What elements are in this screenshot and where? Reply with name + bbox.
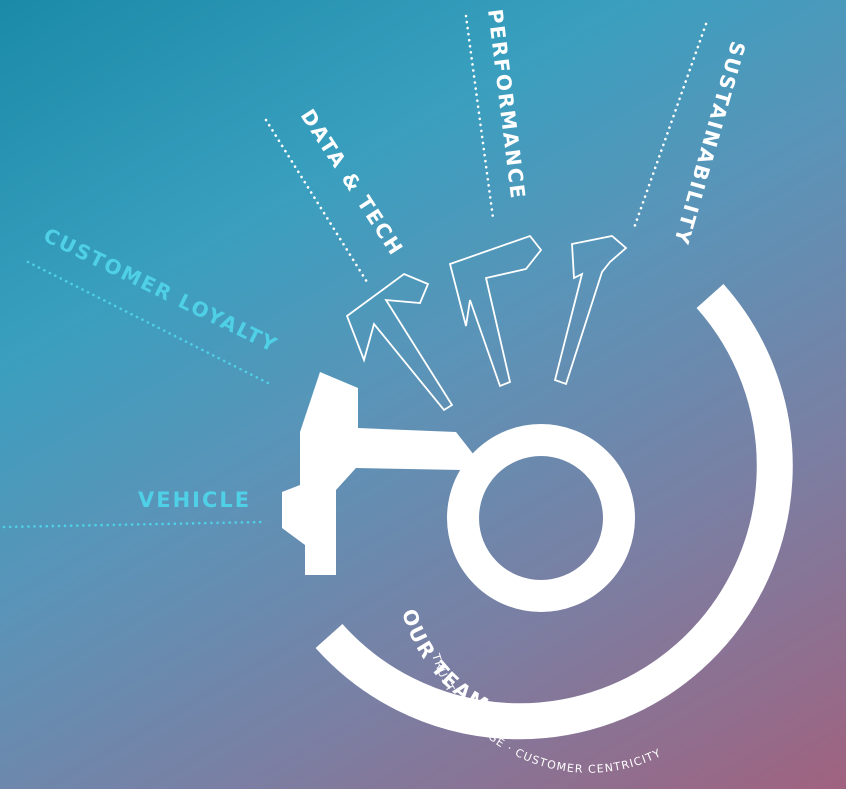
label-vehicle: VEHICLE xyxy=(138,488,251,512)
leader-customer-loyalty xyxy=(26,260,272,386)
label-performance: PERFORMANCE xyxy=(483,8,530,202)
leader-performance xyxy=(464,14,495,220)
label-sustainability: SUSTAINABILITY xyxy=(669,39,750,249)
label-data-tech: DATA & TECH xyxy=(296,105,409,261)
outline-seven-1 xyxy=(345,272,454,412)
outer-ring xyxy=(315,284,793,740)
leader-data-tech xyxy=(264,118,369,284)
outline-seven-3 xyxy=(553,235,628,386)
number-one-shape xyxy=(282,372,474,575)
label-customer-loyalty: CUSTOMER LOYALTY xyxy=(40,223,282,358)
hub-ring xyxy=(447,424,635,612)
outline-seven-2 xyxy=(448,234,543,388)
leader-sustainability xyxy=(632,22,708,230)
leader-vehicle xyxy=(2,520,264,529)
